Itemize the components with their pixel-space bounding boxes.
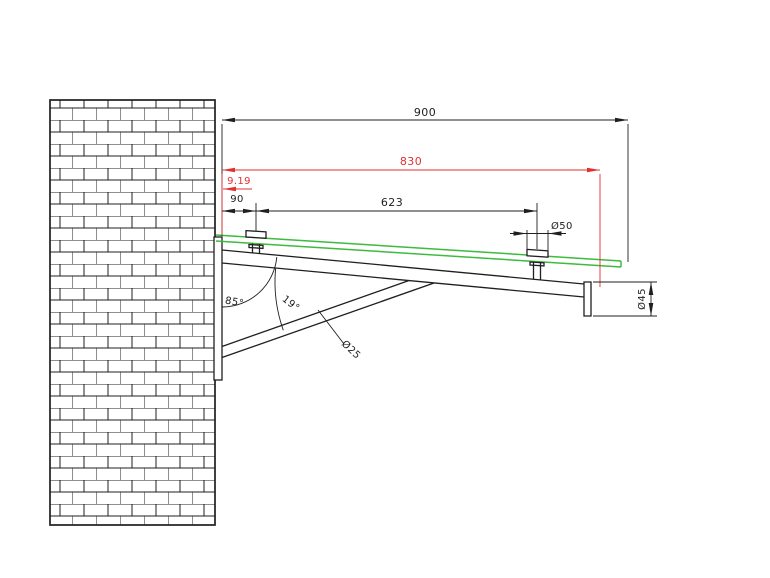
dim-623-label: 623 [381, 196, 403, 209]
label-diameter-25: Ø25 [317, 309, 363, 362]
angle-19: 19° [274, 268, 302, 331]
dim-45-extension-lines [593, 281, 657, 317]
dimension-90-623: 90 623 [222, 194, 538, 249]
dim-900-label: 900 [414, 106, 436, 119]
glass-top-edge [215, 234, 622, 262]
bolt-left-nut [248, 243, 264, 250]
dimension-diameter-50: Ø50 [510, 220, 573, 251]
diagonal-strut [221, 279, 435, 359]
dim-25-leader-line [317, 309, 345, 345]
strut-top-edge [221, 279, 410, 348]
bolt-left-stem [251, 243, 261, 254]
wall-mounting-plate [213, 236, 223, 381]
dim-25-label: Ø25 [339, 338, 363, 362]
dim-90-label: 90 [230, 194, 244, 205]
bolt-right-stem [532, 261, 542, 280]
dimension-830: 830 [221, 155, 601, 287]
dim-50-extension-lines [526, 230, 549, 251]
bolt-left [245, 229, 267, 254]
dimension-diameter-45: Ø45 [593, 281, 657, 317]
dimension-9-19: 9.19 [223, 176, 252, 192]
dim-900-extension-lines [221, 124, 629, 262]
dim-9-19-label: 9.19 [227, 176, 251, 187]
brick-pattern [50, 100, 215, 525]
angle-19-label: 19° [280, 294, 302, 314]
arm-bottom-edge [221, 262, 585, 298]
bolt-right-cap [526, 248, 549, 258]
bolt-left-cap [245, 229, 267, 239]
dim-50-label: Ø50 [551, 220, 573, 232]
glass-bottom-edge [215, 240, 622, 268]
glass-panel [215, 234, 622, 268]
bolt-right-nut [529, 261, 545, 267]
brick-wall [49, 99, 216, 526]
angle-85-arc [221, 257, 278, 308]
arm-end-cap [583, 281, 592, 317]
dim-830-extension-lines [221, 174, 601, 287]
dim-chain-extension-lines [255, 203, 538, 249]
angle-19-arc [274, 268, 284, 331]
dim-45-label: Ø45 [636, 288, 648, 310]
dim-830-label: 830 [400, 155, 422, 168]
angle-85: 85° [221, 257, 278, 310]
arm-top-edge [221, 249, 585, 285]
strut-bottom-edge [221, 282, 435, 359]
bolt-right [526, 248, 549, 280]
angle-85-label: 85° [224, 295, 245, 309]
support-arm [221, 249, 592, 317]
